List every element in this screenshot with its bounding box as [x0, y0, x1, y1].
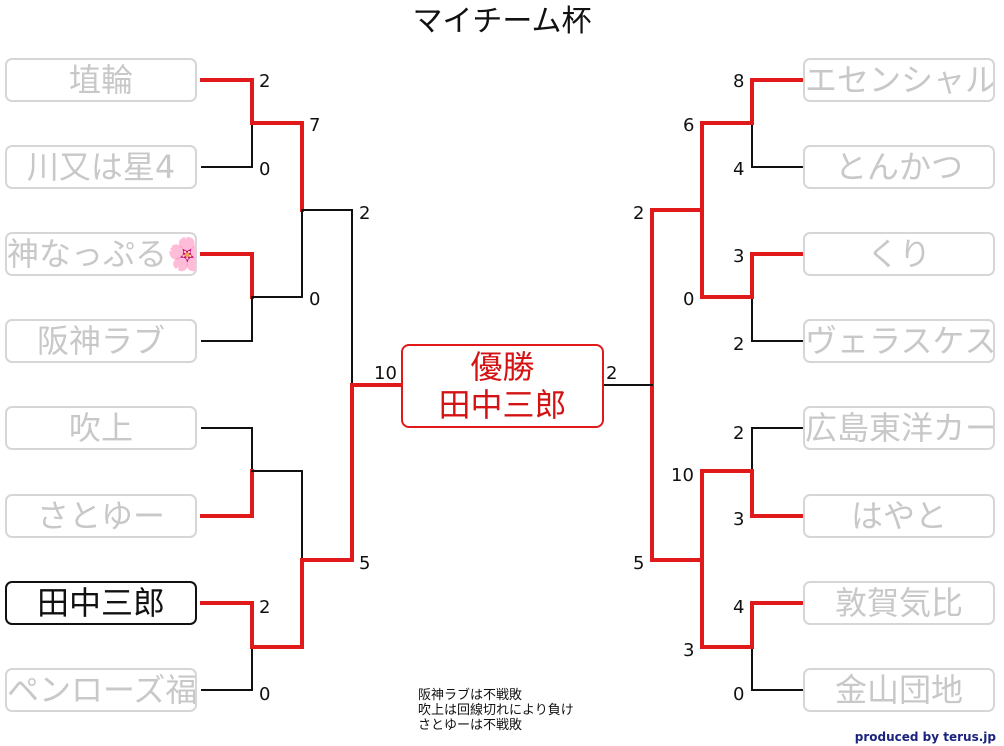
line-right-r3-b — [650, 383, 704, 562]
score-right-r1-5: 2 — [733, 423, 745, 444]
line-left-吹上 — [201, 427, 253, 472]
line-right-r2-a — [700, 121, 754, 212]
team-left-4: 阪神ラブ — [5, 319, 197, 363]
score-final-left: 10 — [374, 363, 397, 384]
line-left-埴輪 — [200, 78, 254, 125]
team-right-2: とんかつ — [803, 145, 995, 189]
line-right-エセンシャル — [750, 78, 804, 125]
team-right-8: 金山団地 — [803, 668, 995, 712]
score-left-r1-2: 0 — [259, 159, 271, 180]
team-right-5: 広島東洋カープ — [803, 406, 995, 450]
score-right-r1-4: 2 — [733, 334, 745, 355]
score-left-r1-7: 2 — [259, 597, 271, 618]
line-left-r2-b — [251, 209, 303, 298]
line-right-とんかつ — [751, 122, 803, 168]
line-right-r2-d — [700, 558, 754, 649]
team-right-6: はやと — [803, 494, 995, 538]
line-right-広島東洋カープ — [751, 427, 803, 472]
team-left-2: 川又は星4 — [5, 145, 197, 189]
score-final-right: 2 — [606, 363, 618, 384]
line-left-川又は星4 — [201, 122, 253, 168]
line-right-金山団地 — [751, 646, 803, 691]
line-left-阪神ラブ — [201, 296, 253, 342]
notes: 阪神ラブは不戦敗 吹上は回線切れにより負け さとゆーは不戦敗 — [418, 688, 574, 733]
line-right-ヴェラスケス — [751, 296, 803, 342]
champion-box: 優勝 田中三郎 — [401, 344, 604, 428]
line-left-田中三郎 — [200, 601, 254, 649]
team-left-5: 吹上 — [5, 406, 197, 450]
line-left-ペンローズ福田 — [201, 646, 253, 691]
score-right-r2-1: 6 — [683, 115, 695, 136]
note-line: さとゆーは不戦敗 — [418, 718, 523, 733]
score-right-r3-2: 5 — [633, 553, 645, 574]
score-left-r1-8: 0 — [259, 684, 271, 705]
line-right-はやと — [750, 469, 804, 518]
score-left-r2-2: 0 — [309, 289, 321, 310]
score-right-r1-7: 4 — [733, 597, 745, 618]
score-right-r1-2: 4 — [733, 159, 745, 180]
champion-name: 田中三郎 — [438, 386, 567, 424]
line-right-r2-b — [700, 208, 754, 299]
team-left-6: さとゆー — [5, 494, 197, 538]
team-left-7: 田中三郎 — [5, 581, 197, 625]
line-left-r3-b — [300, 383, 354, 562]
score-right-r3-1: 2 — [633, 203, 645, 224]
line-left-r2-c — [251, 470, 303, 561]
team-right-3: くり — [803, 232, 995, 276]
score-right-r1-1: 8 — [733, 71, 745, 92]
credit-link[interactable]: produced by terus.jp — [854, 730, 996, 744]
line-right-敦賀気比 — [750, 601, 804, 649]
team-left-8: ペンローズ福田 — [5, 668, 197, 712]
line-right-r3-a — [650, 208, 704, 387]
score-right-r1-8: 0 — [733, 684, 745, 705]
champion-heading: 優勝 — [470, 348, 535, 386]
note-line: 阪神ラブは不戦敗 — [418, 688, 523, 703]
line-left-r3-a — [301, 209, 353, 386]
line-right-r2-c — [700, 469, 754, 562]
line-right-くり — [750, 252, 804, 299]
team-right-7: 敦賀気比 — [803, 581, 995, 625]
score-right-r2-3: 10 — [671, 465, 694, 486]
score-left-r3-1: 2 — [359, 203, 371, 224]
line-left-神なっぷる — [200, 252, 254, 299]
score-right-r2-2: 0 — [683, 289, 695, 310]
left-bracket-lines — [200, 78, 403, 691]
score-left-r3-2: 5 — [359, 553, 371, 574]
team-left-3: 神なっぷる🌸 — [5, 232, 197, 276]
team-left-1: 埴輪 — [5, 58, 197, 102]
team-right-4: ヴェラスケス — [803, 319, 995, 363]
right-bracket-lines — [603, 78, 804, 691]
note-line: 吹上は回線切れにより負け — [418, 703, 574, 718]
tournament-title: マイチーム杯 — [412, 4, 592, 39]
team-right-1: エセンシャル — [803, 58, 995, 102]
score-right-r1-6: 3 — [733, 509, 745, 530]
line-left-さとゆー — [200, 469, 254, 518]
score-left-r1-1: 2 — [259, 71, 271, 92]
line-left-r2-d — [250, 558, 304, 649]
line-left-r2-a — [250, 121, 304, 212]
score-right-r2-4: 3 — [683, 640, 695, 661]
score-right-r1-3: 3 — [733, 246, 745, 267]
score-left-r2-1: 7 — [309, 115, 321, 136]
